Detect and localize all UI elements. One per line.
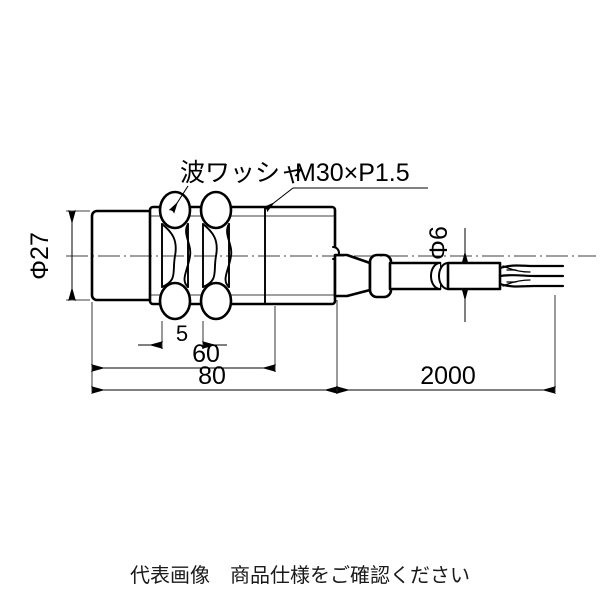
callout-labels-group: 波ワッシャ M30×P1.5 <box>168 159 428 214</box>
dim-2000-value: 2000 <box>420 362 476 390</box>
dim-80-value: 80 <box>198 362 226 390</box>
wave-washer-leader <box>168 185 189 214</box>
dim-cable-diameter: Φ6 <box>425 226 469 322</box>
wave-washer-label: 波ワッシャ <box>180 159 305 187</box>
wave-washer <box>158 190 192 321</box>
rear-barrel <box>90 209 157 302</box>
cable-segment-far <box>446 261 502 291</box>
thread-spec-leader <box>263 187 294 213</box>
conductor-bundle <box>498 264 565 288</box>
dim-60-value: 60 <box>192 340 220 368</box>
hex-nut <box>199 190 233 321</box>
nuts-and-washer-group <box>158 190 233 321</box>
phi27-value: Φ27 <box>26 232 54 280</box>
phi6-value: Φ6 <box>425 226 453 260</box>
dim-body-diameter: Φ27 <box>26 210 90 301</box>
strain-relief-cone <box>333 253 372 298</box>
dim-5-value: 5 <box>176 321 188 346</box>
thread-spec-label: M30×P1.5 <box>295 159 410 187</box>
image-caption: 代表画像 商品仕様をご確認ください <box>130 563 470 587</box>
strain-relief-collar <box>368 253 393 299</box>
sensor-body-group <box>66 205 596 306</box>
horizontal-dimensions-group: 5 60 80 2000 <box>91 295 556 394</box>
cable-break-right <box>438 262 449 290</box>
cable-break-left <box>430 262 441 290</box>
